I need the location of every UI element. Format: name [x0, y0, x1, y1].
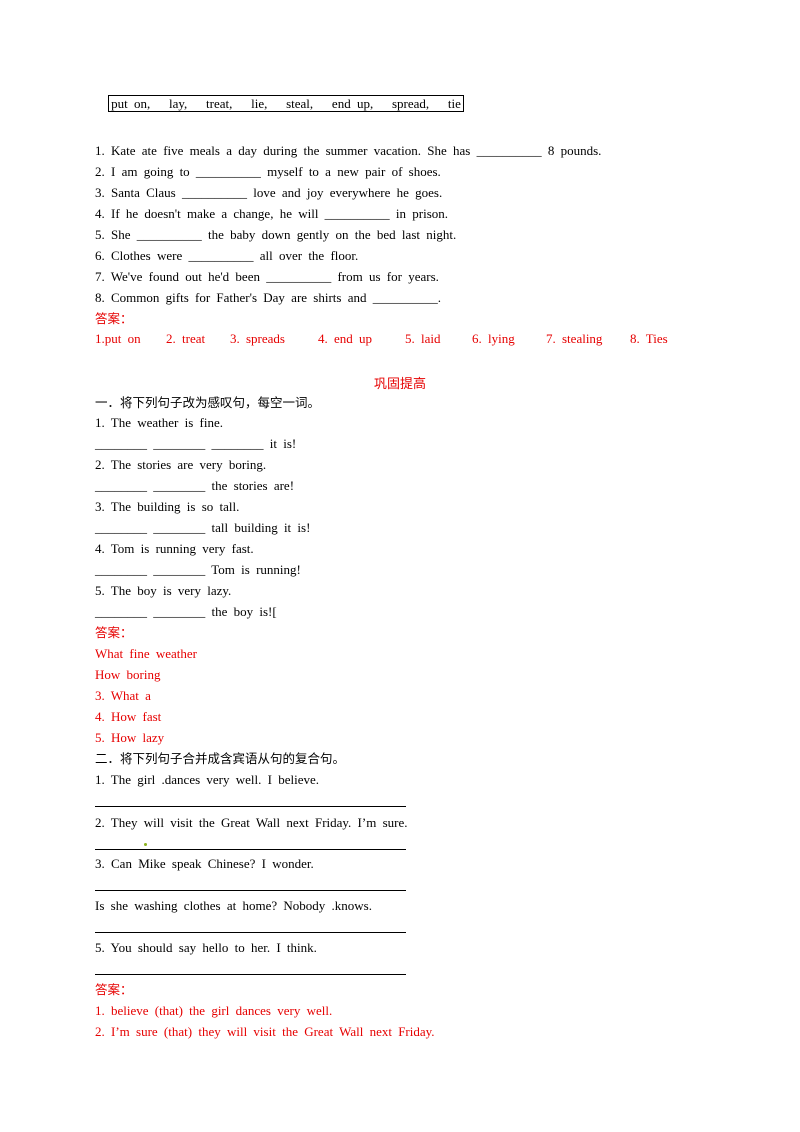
answer-5: 5. laid [405, 331, 441, 346]
exercise1-item-4: 4. If he doesn't make a change, he will … [95, 206, 449, 221]
word-bank-box: put on, lay, treat, lie, steal, end up, … [108, 95, 464, 112]
part1-line-8: ________ ________ Tom is running! [95, 562, 301, 577]
part1-line-6: ________ ________ tall building it is! [95, 520, 311, 535]
answer-7: 7. stealing [546, 331, 603, 346]
part2-item-2: 2. They will visit the Great Wall next F… [95, 815, 408, 830]
answer-blank-line-5 [95, 974, 406, 975]
part2-heading: 二．将下列句子合并成含宾语从句的复合句。 [95, 751, 346, 766]
part1-answer-4: 4. How fast [95, 709, 162, 724]
part2-answer-1: 1. believe (that) the girl dances very w… [95, 1003, 333, 1018]
part1-line-2: ________ ________ ________ it is! [95, 436, 297, 451]
part1-answer-1: What fine weather [95, 646, 198, 661]
part1-answer-2: How boring [95, 667, 161, 682]
answer-blank-line-2 [95, 849, 406, 850]
part1-answer-5: 5. How lazy [95, 730, 165, 745]
part1-answer-label: 答案： [95, 625, 133, 640]
answer-blank-line-3 [95, 890, 406, 891]
answer-8: 8. Ties [630, 331, 668, 346]
exercise1-item-6: 6. Clothes were __________ all over the … [95, 248, 359, 263]
part1-line-10: ________ ________ the boy is![ [95, 604, 277, 619]
part2-answer-2: 2. I’m sure (that) they will visit the G… [95, 1024, 435, 1039]
part2-item-3: 3. Can Mike speak Chinese? I wonder. [95, 856, 314, 871]
part2-item-1: 1. The girl .dances very well. I believe… [95, 772, 319, 787]
part1-line-1: 1. The weather is fine. [95, 415, 223, 430]
part1-line-4: ________ ________ the stories are! [95, 478, 295, 493]
answer-blank-line-1 [95, 806, 406, 807]
part1-heading: 一．将下列句子改为感叹句，每空一词。 [95, 395, 321, 410]
part1-answer-3: 3. What a [95, 688, 151, 703]
answer-3: 3. spreads [230, 331, 285, 346]
exercise1-item-1: 1. Kate ate five meals a day during the … [95, 143, 602, 158]
part1-line-5: 3. The building is so tall. [95, 499, 240, 514]
exercise1-item-8: 8. Common gifts for Father's Day are shi… [95, 290, 441, 305]
exercise1-answers: 1.put on 2. treat 3. spreads 4. end up 5… [95, 331, 668, 475]
green-dot-mark [144, 843, 147, 846]
exercise1-item-7: 7. We've found out he'd been __________ … [95, 269, 439, 284]
answer-1: 1.put on [95, 331, 141, 346]
exercise1-item-2: 2. I am going to __________ myself to a … [95, 164, 441, 179]
answer-6: 6. lying [472, 331, 515, 346]
section-title: 巩固提高 [373, 377, 426, 392]
part2-answer-label: 答案： [95, 982, 133, 997]
exercise1-answer-label: 答案： [95, 311, 133, 326]
answer-4: 4. end up [318, 331, 373, 346]
part1-line-9: 5. The boy is very lazy. [95, 583, 232, 598]
exercise1-item-3: 3. Santa Claus __________ love and joy e… [95, 185, 443, 200]
exercise1-item-5: 5. She __________ the baby down gently o… [95, 227, 457, 242]
part1-line-7: 4. Tom is running very fast. [95, 541, 254, 556]
answer-blank-line-4 [95, 932, 406, 933]
part2-item-4: Is she washing clothes at home? Nobody .… [95, 898, 372, 913]
part1-line-3: 2. The stories are very boring. [95, 457, 267, 472]
answer-2: 2. treat [166, 331, 206, 346]
part2-item-5: 5. You should say hello to her. I think. [95, 940, 317, 955]
